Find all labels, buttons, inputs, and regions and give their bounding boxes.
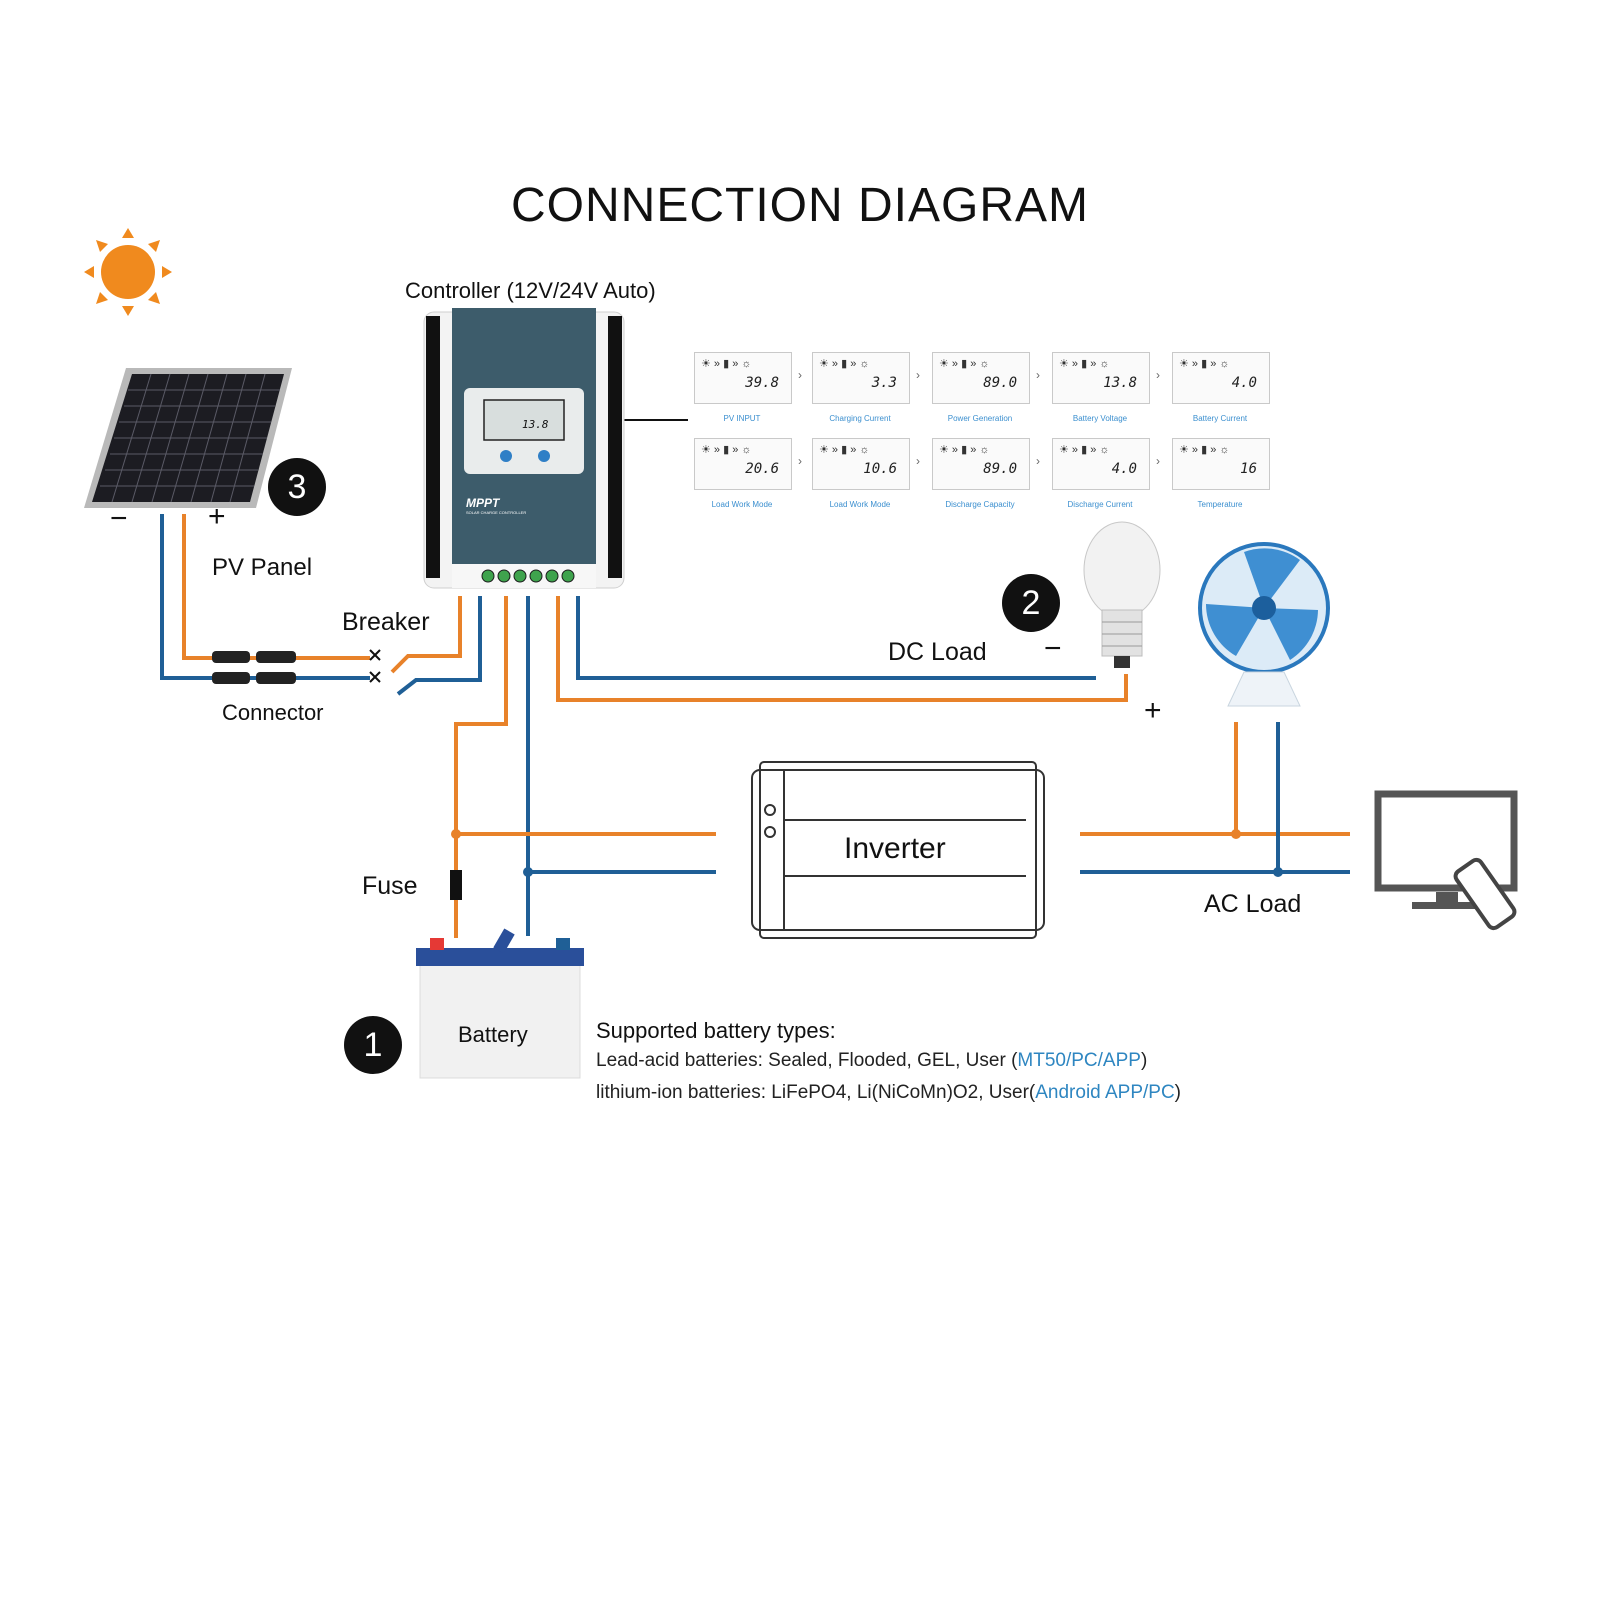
ac-load-label: AC Load [1204,890,1302,918]
lcd-caption: PV INPUT [723,414,761,423]
lithium-close: ) [1174,1082,1181,1103]
chevron-right-icon: › [798,454,802,468]
controller-device [423,308,625,589]
controller-label: Controller (12V/24V Auto) [405,278,656,303]
battery-types-heading: Supported battery types: [596,1018,836,1043]
lcd-caption: Battery Voltage [1072,414,1128,423]
lead-acid-tools-link[interactable]: MT50/PC/APP [1017,1050,1141,1071]
step-badge-2: 2 [1002,574,1060,632]
mc4-connector-icon [212,651,296,684]
lcd-value: 89.0 [983,375,1017,391]
lead-acid-text: Lead-acid batteries: Sealed, Flooded, GE… [596,1050,1018,1071]
battery-icon [416,928,584,1079]
lcd-value: 20.6 [745,461,779,477]
page-title: CONNECTION DIAGRAM [510,179,1089,232]
lcd-screen: ☀ » ▮ » ☼3.3 [812,352,910,404]
lcd-value: 3.3 [871,375,897,391]
lcd-value: 4.0 [1111,461,1137,477]
dc-load-positive-wire [556,596,1128,702]
chevron-right-icon: › [1036,368,1040,382]
chevron-right-icon: › [1156,454,1160,468]
chevron-right-icon: › [916,454,920,468]
breaker-icon [369,649,381,683]
lcd-value: 16 [1240,461,1257,477]
inverter-icon [751,761,1045,939]
step-badge-1: 1 [344,1016,402,1074]
pv-panel-label: PV Panel [212,554,313,581]
lcd-status-icons: ☀ » ▮ » ☼ [939,358,990,370]
controller-subtitle: SOLAR CHARGE CONTROLLER [466,510,527,515]
lcd-screen: ☀ » ▮ » ☼ 16 [1172,438,1270,490]
inverter-label: Inverter [844,832,946,865]
lcd-caption: Power Generation [947,414,1013,423]
lcd-caption: Discharge Capacity [945,500,1015,509]
lcd-screen: ☀ » ▮ » ☼4.0 [1172,352,1270,404]
dc-load-label: DC Load [888,638,987,666]
lcd-status-icons: ☀ » ▮ » ☼ [819,358,870,370]
sun-icon [84,228,172,316]
pv-negative-label: − [110,502,128,535]
lcd-screen: ☀ » ▮ » ☼ 10.6 [812,438,910,490]
chevron-right-icon: › [798,368,802,382]
lcd-status-icons: ☀ » ▮ » ☼ [1059,444,1110,456]
lcd-screen: ☀ » ▮ » ☼ 13.8 [1052,352,1150,404]
lcd-screen: ☀ » ▮ » ☼4.0 [1052,438,1150,490]
lcd-value: 13.8 [1103,375,1137,391]
light-bulb-icon [1083,521,1161,668]
lcd-status-icons: ☀ » ▮ » ☼ [1179,358,1230,370]
controller-lcd-value: 13.8 [522,418,549,431]
lcd-screen: ☀ » ▮ » ☼ 89.0 [932,352,1030,404]
lcd-value: 10.6 [863,461,897,477]
dc-load-negative-wire [576,596,1096,680]
pv-negative-wire [160,514,370,680]
lead-acid-line: Lead-acid batteries: Sealed, Flooded, GE… [596,1050,1147,1072]
lcd-value: 39.8 [745,375,779,391]
lithium-text: lithium-ion batteries: LiFePO4, Li(NiCoM… [596,1082,1036,1103]
lcd-caption: Discharge Current [1067,500,1133,509]
lithium-tools-link[interactable]: Android APP/PC [1035,1082,1175,1103]
lead-acid-close: ) [1140,1050,1148,1071]
lcd-status-icons: ☀ » ▮ » ☼ [1179,444,1230,456]
lcd-screen: ☀ » ▮ » ☼ 89.0 [932,438,1030,490]
monitor-icon [1374,790,1518,931]
lithium-line: lithium-ion batteries: LiFePO4, Li(NiCoM… [596,1082,1181,1104]
lcd-status-icons: ☀ » ▮ » ☼ [939,444,990,456]
lcd-caption: Temperature [1197,500,1243,509]
fuse-label: Fuse [362,872,418,900]
breaker-negative-wire [396,596,482,696]
chevron-right-icon: › [1156,368,1160,382]
lcd-status-icons: ☀ » ▮ » ☼ [1059,358,1110,370]
pv-positive-wire [182,514,370,660]
lcd-status-icons: ☀ » ▮ » ☼ [701,444,752,456]
wiring [160,419,1350,938]
chevron-right-icon: › [916,368,920,382]
lcd-value: 4.0 [1231,375,1257,391]
dc-negative-label: − [1044,632,1062,665]
dc-positive-label: + [1144,694,1162,727]
fan-icon [1198,542,1330,707]
lcd-caption: Load Work Mode [829,500,891,509]
pv-positive-label: + [208,500,226,533]
lcd-caption: Charging Current [829,414,891,423]
lcd-status-icons: ☀ » ▮ » ☼ [701,358,752,370]
controller-brand: MPPT [466,496,500,510]
lcd-value: 89.0 [983,461,1017,477]
fuse-icon [450,870,462,900]
pv-panel-icon [84,368,292,508]
lcd-screen: ☀ » ▮ » ☼ 39.8 [694,352,792,404]
battery-label: Battery [458,1022,528,1047]
lcd-screen: ☀ » ▮ » ☼ 20.6 [694,438,792,490]
battery-positive-wire [454,596,508,870]
lcd-caption: Load Work Mode [711,500,773,509]
step-badge-3: 3 [268,458,326,516]
breaker-label: Breaker [342,608,430,636]
chevron-right-icon: › [1036,454,1040,468]
lcd-caption: Battery Current [1192,414,1248,423]
connector-label: Connector [222,700,324,725]
breaker-positive-wire [390,596,462,674]
lcd-status-icons: ☀ » ▮ » ☼ [819,444,870,456]
